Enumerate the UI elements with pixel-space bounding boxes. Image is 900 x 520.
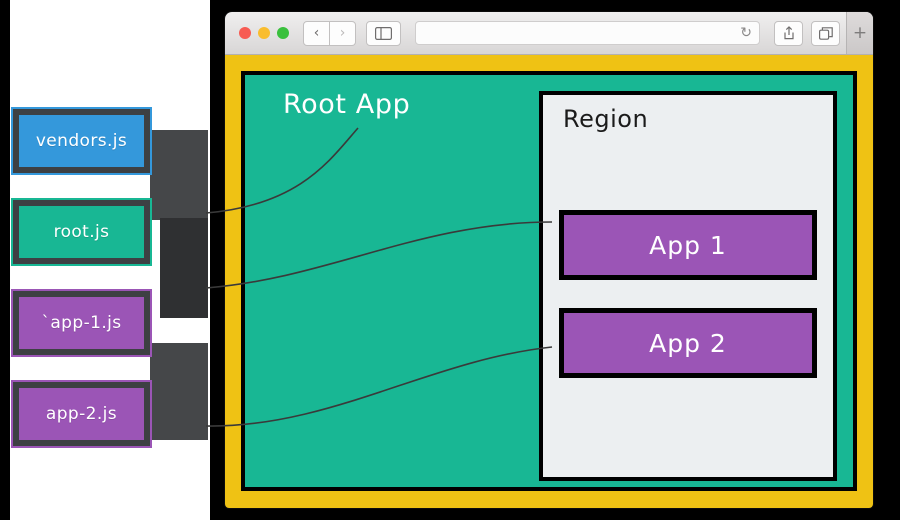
browser-window: ‹ › ↻ [225, 12, 873, 508]
app-1-box[interactable]: App 1 [559, 210, 817, 280]
minimize-window-icon[interactable] [258, 27, 270, 39]
bundle-chip-root-js[interactable]: root.js [11, 198, 152, 266]
address-input[interactable] [416, 22, 759, 44]
page-frame: Root App Region App 1 App 2 [225, 55, 873, 508]
toolbar-right-buttons [774, 20, 840, 46]
forward-button[interactable]: › [330, 20, 356, 46]
app-2-box[interactable]: App 2 [559, 308, 817, 378]
bundle-chip-vendors-js[interactable]: vendors.js [11, 107, 152, 175]
bundle-chip-app-2-js[interactable]: app-2.js [11, 380, 152, 448]
new-tab-button[interactable]: + [846, 12, 873, 54]
bundle-slab-lower [150, 343, 208, 440]
root-app-title: Root App [283, 89, 411, 120]
bundle-slab-middle [160, 218, 208, 318]
back-button[interactable]: ‹ [303, 20, 330, 46]
bundle-label: vendors.js [35, 131, 128, 151]
bundle-label: app-2.js [45, 404, 118, 424]
bundle-slab-upper [150, 130, 208, 220]
navigation-buttons: ‹ › [303, 20, 356, 46]
share-icon[interactable] [774, 20, 803, 46]
traffic-lights [239, 27, 289, 39]
browser-titlebar: ‹ › ↻ [225, 12, 873, 55]
sidebar-toggle-icon[interactable] [366, 20, 401, 46]
bundle-label: root.js [53, 222, 110, 242]
app-box-label: App 1 [649, 230, 727, 260]
region-container: Region App 1 App 2 [539, 91, 837, 481]
region-title: Region [563, 105, 649, 133]
close-window-icon[interactable] [239, 27, 251, 39]
address-bar[interactable]: ↻ [415, 21, 760, 45]
reload-icon[interactable]: ↻ [740, 25, 752, 41]
root-app-container: Root App Region App 1 App 2 [241, 71, 857, 491]
zoom-window-icon[interactable] [277, 27, 289, 39]
tabs-icon[interactable] [811, 20, 840, 46]
bundle-chip-app-1-js[interactable]: `app-1.js [11, 289, 152, 357]
bundle-label: `app-1.js [41, 313, 122, 333]
app-box-label: App 2 [649, 328, 727, 358]
